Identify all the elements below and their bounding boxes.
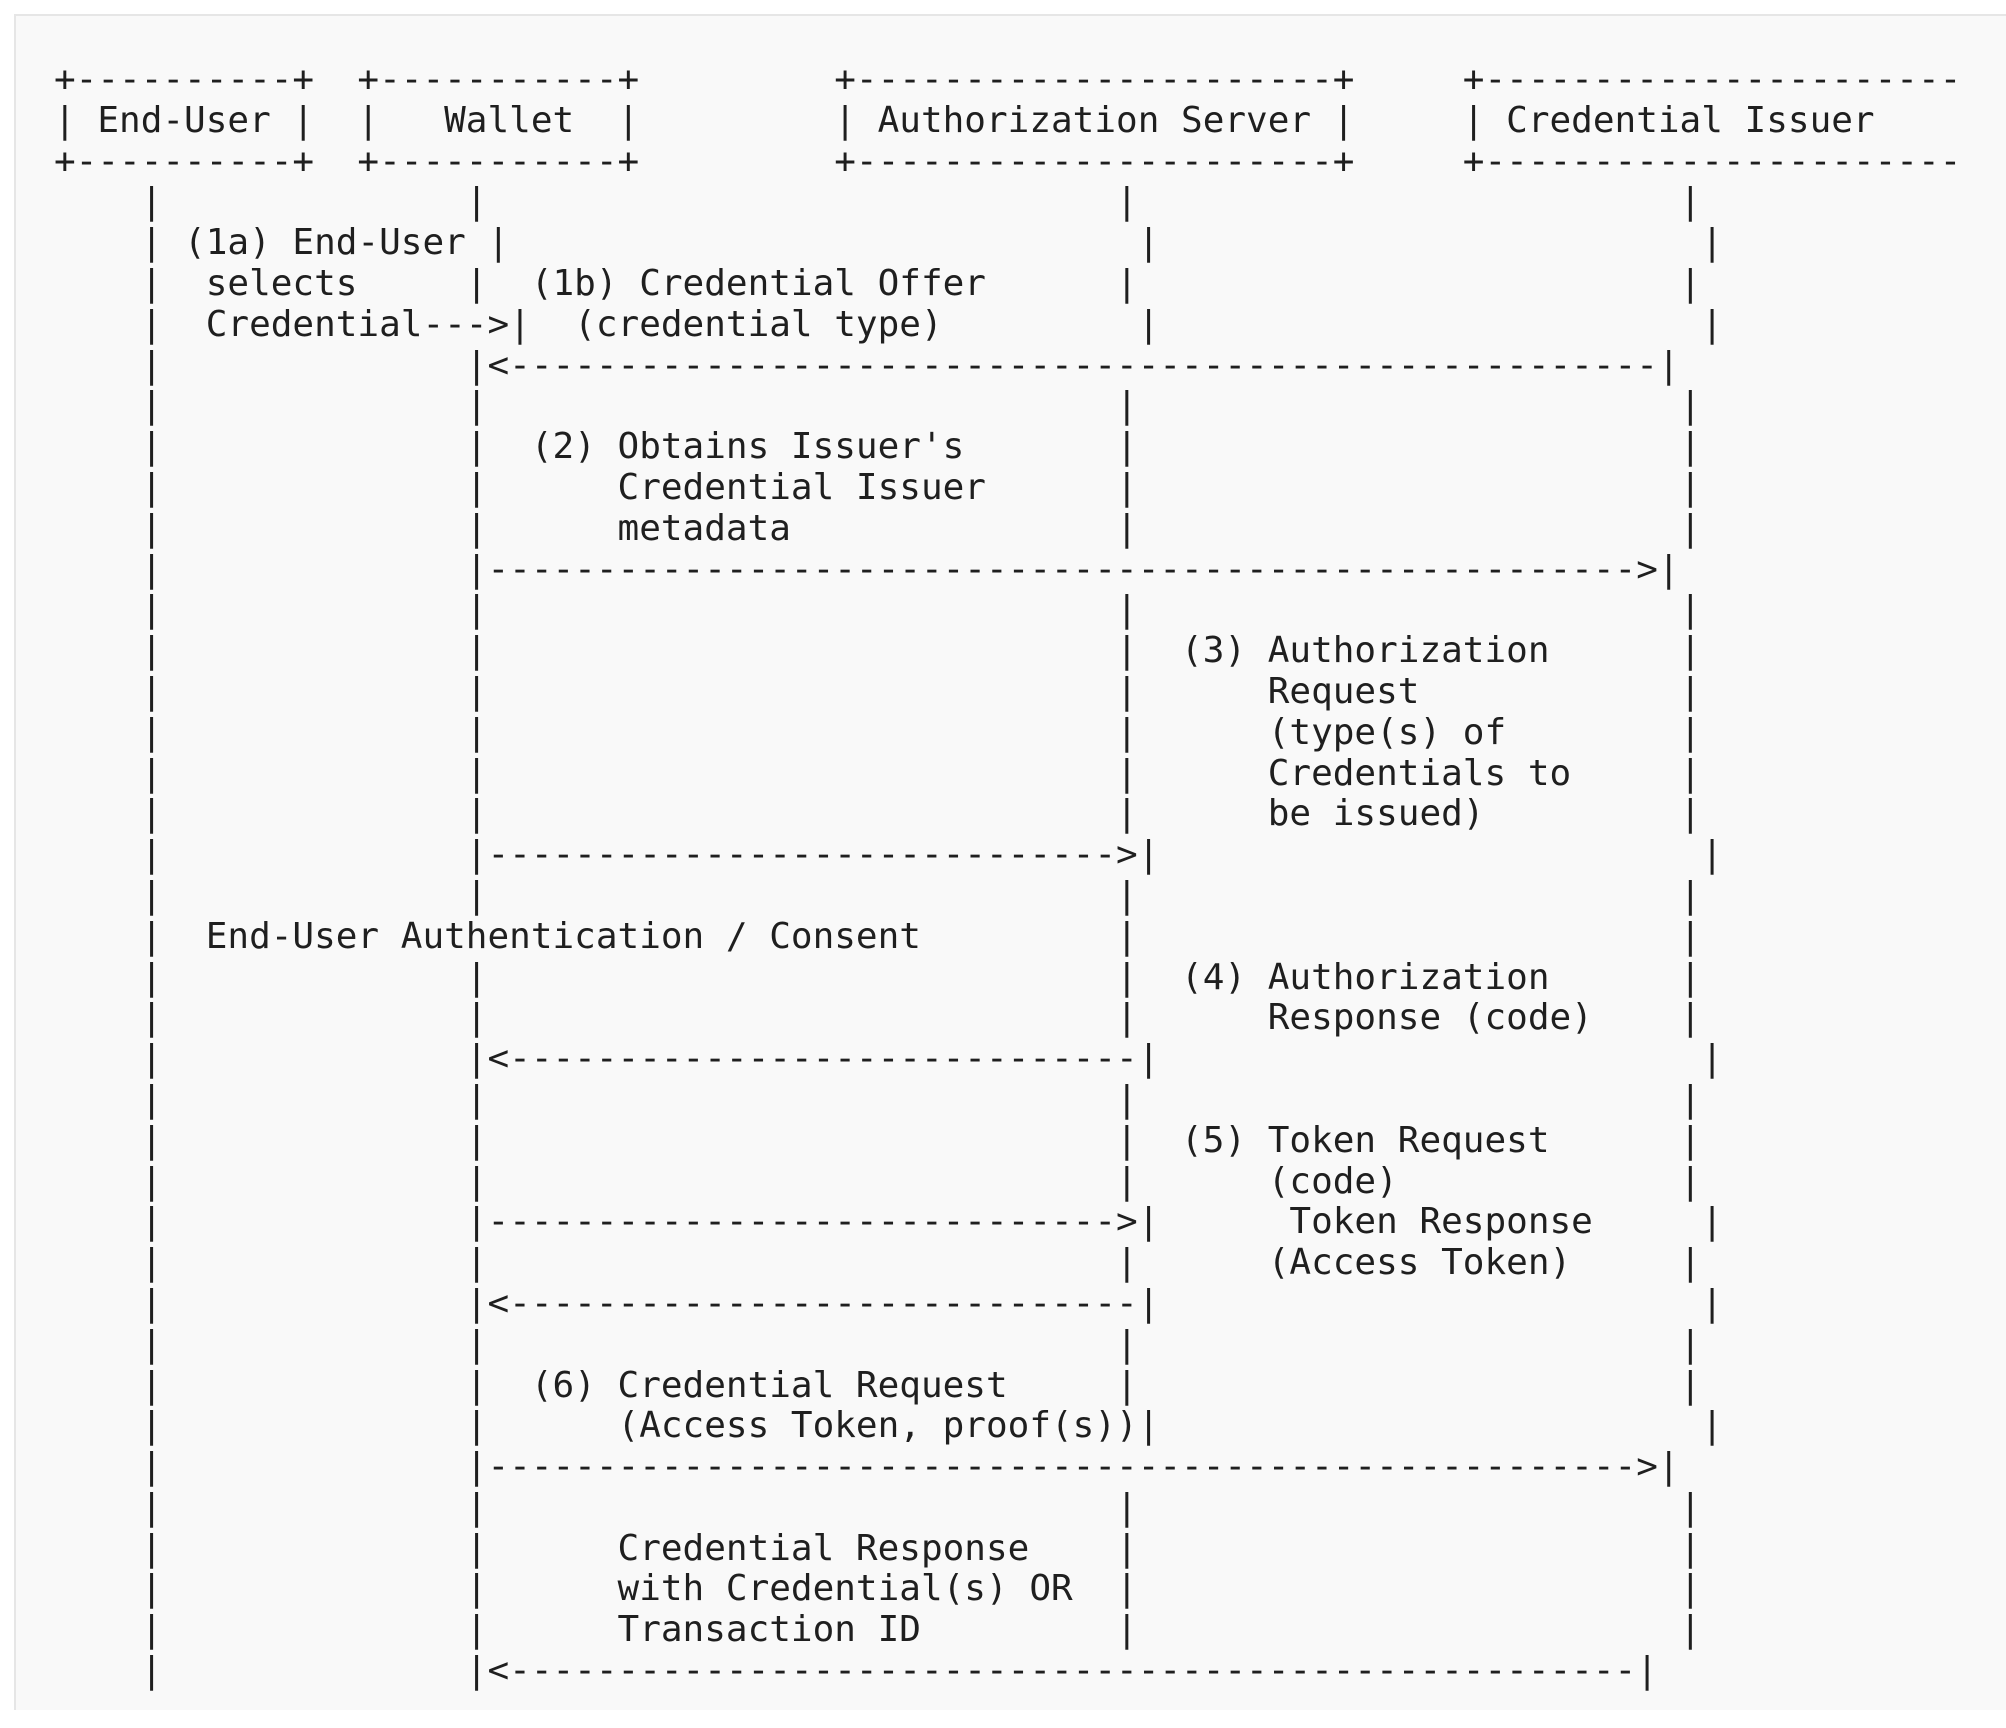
diagram-line: | | | | [54, 874, 1702, 916]
diagram-line: | |<------------------------------------… [54, 1650, 1658, 1692]
diagram-line: | |<------------------------------------… [54, 344, 1680, 386]
diagram-line: | |-------------------------------------… [54, 1446, 1680, 1488]
diagram-line: | | | | [54, 1323, 1702, 1365]
diagram-line: | | | (3) Authorization | [54, 630, 1702, 672]
diagram-line: | | Credential Issuer | | [54, 466, 1702, 508]
diagram-line: +----------+ +-----------+ +------------… [54, 140, 1962, 182]
diagram-line: | | | be issued) | [54, 793, 1702, 835]
diagram-line: | |<-----------------------------| | [54, 1038, 1723, 1080]
diagram-line: | | | | [54, 1078, 1702, 1120]
diagram-line: | | | Credentials to | [54, 752, 1702, 794]
diagram-line: | (1a) End-User | | | [54, 222, 1723, 264]
diagram-line: | |----------------------------->| Token… [54, 1201, 1723, 1243]
diagram-line: | | | Request | [54, 670, 1702, 712]
diagram-line: | |<-----------------------------| | [54, 1282, 1723, 1324]
diagram-line: | Credential--->| (credential type) | | [54, 303, 1723, 345]
diagram-line: | | with Credential(s) OR | | [54, 1568, 1702, 1610]
ascii-sequence-diagram: +----------+ +-----------+ +------------… [54, 59, 1962, 1692]
diagram-line: | | | | [54, 385, 1702, 427]
diagram-line: | End-User Authentication / Consent | | [54, 915, 1702, 957]
diagram-line: | | (6) Credential Request | | [54, 1364, 1702, 1406]
diagram-line: | selects | (1b) Credential Offer | | [54, 262, 1702, 304]
diagram-line: +----------+ +-----------+ +------------… [54, 59, 1962, 100]
diagram-line: | End-User | | Wallet | | Authorization … [54, 99, 1875, 141]
diagram-line: | | | (Access Token) | [54, 1242, 1702, 1284]
diagram-line: | |-------------------------------------… [54, 548, 1680, 590]
diagram-line: | | | | [54, 1486, 1702, 1528]
diagram-line: | | Credential Response | | [54, 1527, 1702, 1569]
diagram-line: | |----------------------------->| | [54, 834, 1723, 876]
diagram-line: | | | | [54, 181, 1702, 223]
diagram-line: | | | Response (code) | [54, 997, 1702, 1039]
diagram-line: | | Transaction ID | | [54, 1609, 1702, 1651]
diagram-line: | | (2) Obtains Issuer's | | [54, 426, 1702, 468]
diagram-line: | | | (4) Authorization | [54, 956, 1702, 998]
diagram-line: | | metadata | | [54, 507, 1702, 549]
diagram-line: | | | (type(s) of | [54, 711, 1702, 753]
diagram-line: | | | (5) Token Request | [54, 1119, 1702, 1161]
sequence-diagram-panel: +----------+ +-----------+ +------------… [14, 14, 2006, 1710]
diagram-line: | | | (code) | [54, 1160, 1702, 1202]
diagram-line: | | (Access Token, proof(s))| | [54, 1405, 1723, 1447]
diagram-line: | | | | [54, 589, 1702, 631]
